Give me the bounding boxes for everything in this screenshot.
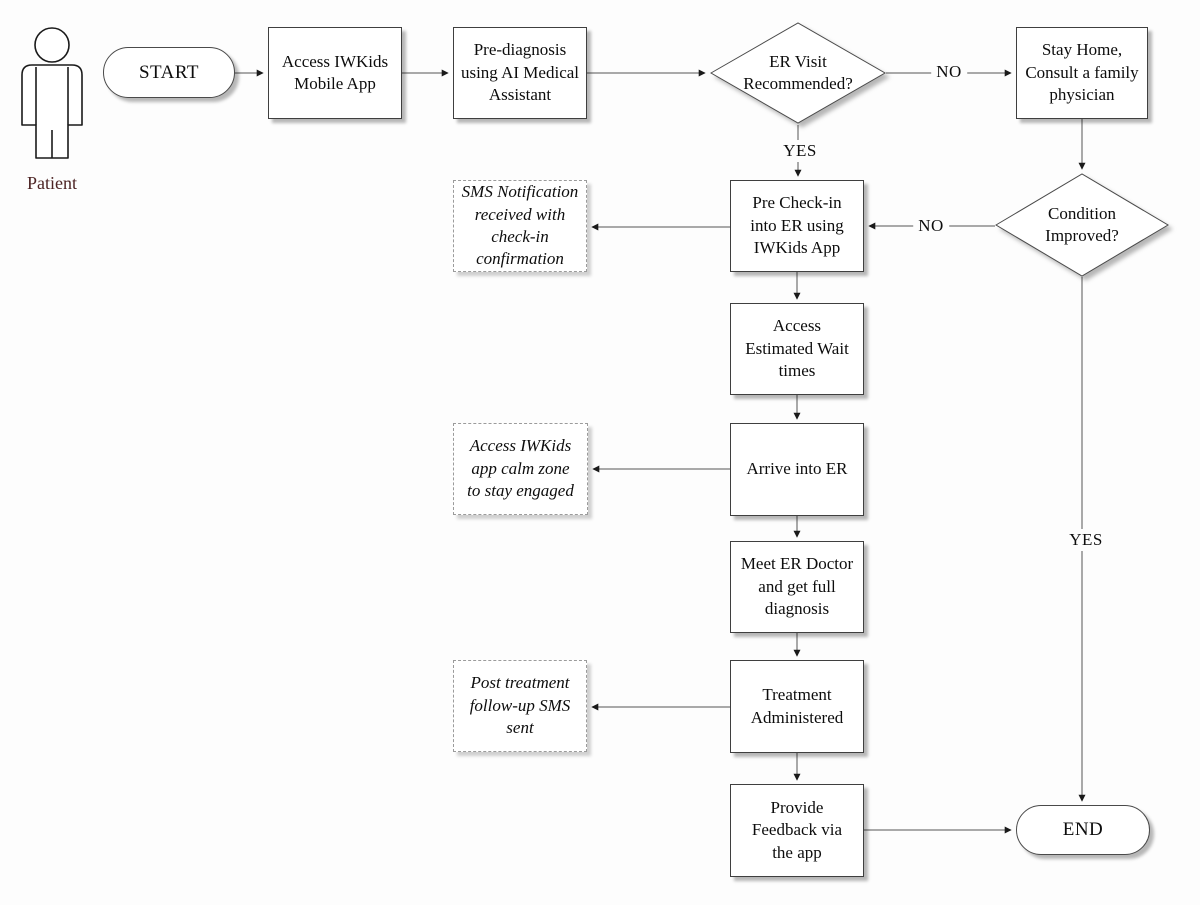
flow-node-meet-doctor: Meet ER Doctor and get full diagnosis (730, 541, 864, 633)
flow-node-feedback: Provide Feedback via the app (730, 784, 864, 877)
edge-label-condition-yes: YES (1064, 529, 1108, 551)
flow-node-pre-checkin: Pre Check-in into ER using IWKids App (730, 180, 864, 272)
flow-node-stay-home: Stay Home, Consult a family physician (1016, 27, 1148, 119)
patient-actor: Patient (12, 22, 92, 194)
flow-decision-condition-improved: Condition Improved? (995, 173, 1169, 277)
flow-node-start: START (103, 47, 235, 98)
flow-node-wait-times: Access Estimated Wait times (730, 303, 864, 395)
flow-decision-er-visit: ER Visit Recommended? (710, 22, 886, 124)
flow-node-end: END (1016, 805, 1150, 855)
diamond-shape (995, 173, 1169, 277)
flow-note-sms-notification: SMS Notification received with check-in … (453, 180, 587, 272)
decision-label: ER Visit Recommended? (743, 51, 853, 93)
flow-node-prediagnosis: Pre-diagnosis using AI Medical Assistant (453, 27, 587, 119)
edge-label-er-no: NO (931, 61, 967, 83)
flow-node-arrive-er: Arrive into ER (730, 423, 864, 516)
flow-node-access-app: Access IWKids Mobile App (268, 27, 402, 119)
flow-node-treatment: Treatment Administered (730, 660, 864, 753)
actor-label: Patient (27, 173, 77, 193)
person-icon (21, 27, 83, 159)
edge-label-condition-no: NO (913, 215, 949, 237)
flow-note-followup-sms: Post treatment follow-up SMS sent (453, 660, 587, 752)
flow-note-calm-zone: Access IWKids app calm zone to stay enga… (453, 423, 588, 515)
diamond-shape (710, 22, 886, 124)
edge-label-er-yes: YES (778, 140, 822, 162)
decision-label: Condition Improved? (1045, 203, 1119, 245)
